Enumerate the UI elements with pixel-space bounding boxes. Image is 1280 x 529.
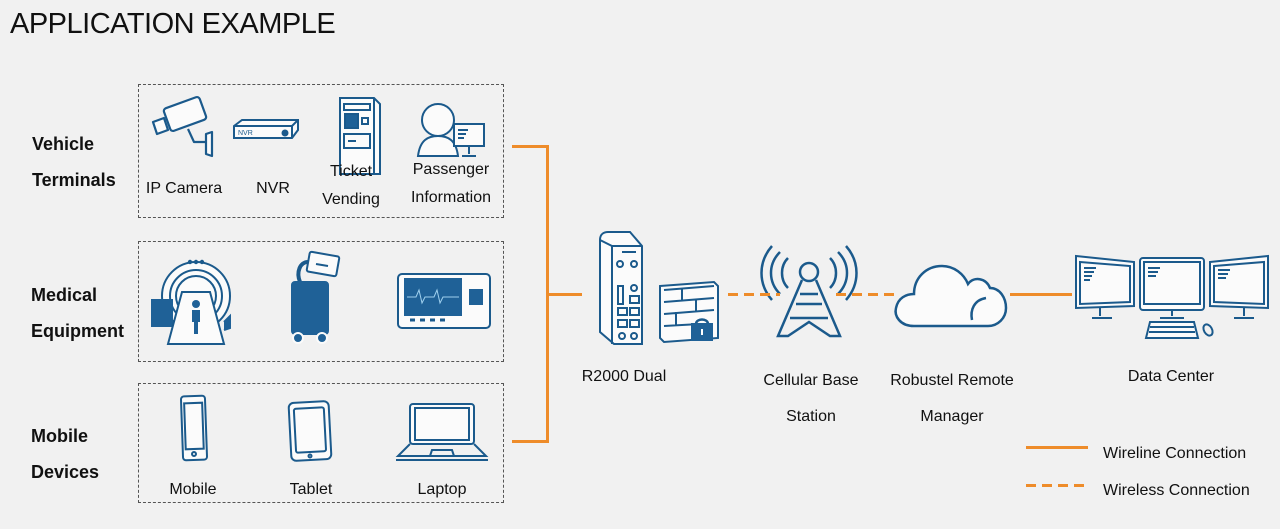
router-firewall-icon: [596, 230, 722, 348]
node-label-cellular-base-station: Cellular Base Station: [763, 363, 858, 435]
laptop-icon: [394, 402, 490, 460]
group-label-vehicle-terminals: Vehicle Terminals: [32, 126, 116, 198]
item-label-ip-camera: IP Camera: [145, 180, 223, 197]
group-label-line2: Devices: [31, 462, 100, 482]
cloud-icon: [892, 258, 1008, 330]
nvr-icon: NVR: [232, 118, 300, 142]
item-label-tablet: Tablet: [289, 481, 333, 498]
ip-camera-icon: [150, 96, 216, 162]
wireline-bus-to-router: [546, 293, 582, 296]
heart-monitor-icon: [396, 272, 492, 330]
item-label-nvr: NVR: [256, 180, 290, 197]
legend-wireless-label: Wireless Connection: [1103, 482, 1250, 499]
node-label-line2: Station: [786, 408, 836, 425]
group-label-mobile-devices: Mobile Devices: [31, 418, 99, 490]
group-box-medical-equipment: [138, 241, 504, 362]
item-label-line2: Information: [410, 189, 492, 206]
item-label-ticket-vending: Ticket Vending: [322, 158, 380, 214]
legend-wireline-swatch: [1026, 446, 1088, 449]
medical-cart-icon: [286, 252, 344, 346]
group-label-line2: Terminals: [32, 170, 116, 190]
legend-wireline-label: Wireline Connection: [1103, 445, 1247, 462]
group-label-medical-equipment: Medical Equipment: [31, 277, 124, 349]
diagram-title: APPLICATION EXAMPLE: [10, 8, 336, 40]
node-label-line1: Cellular Base: [763, 372, 859, 389]
group-label-line2: Equipment: [31, 321, 124, 341]
wireline-vehicle-terminals: [512, 145, 548, 148]
wireline-mobile-devices: [512, 440, 548, 443]
wireless-router-to-tower: [728, 293, 780, 296]
item-label-line1: Passenger: [412, 161, 490, 178]
legend-wireless-swatch: [1026, 484, 1090, 487]
wireless-tower-to-cloud: [836, 293, 898, 296]
mobile-phone-icon: [179, 394, 209, 462]
wireline-cloud-to-datacenter: [1010, 293, 1072, 296]
node-label-data-center: Data Center: [1127, 368, 1215, 385]
passenger-information-icon: [414, 100, 488, 162]
group-box-vehicle-terminals: [138, 84, 504, 218]
item-label-passenger-information: Passenger Information: [411, 156, 491, 212]
item-label-line2: Vending: [322, 191, 380, 208]
node-label-remote-manager: Robustel Remote Manager: [890, 363, 1014, 435]
item-label-mobile: Mobile: [169, 481, 217, 498]
nvr-icon-text: NVR: [238, 130, 253, 137]
group-box-mobile-devices: [138, 383, 504, 503]
item-label-line1: Ticket: [329, 163, 373, 180]
ticket-vending-icon: [334, 94, 384, 178]
tablet-icon: [288, 400, 332, 462]
group-label-line1: Mobile: [31, 426, 88, 446]
node-label-line1: Robustel Remote: [890, 372, 1014, 389]
workstations-icon: [1072, 254, 1272, 340]
ct-scanner-icon: [150, 252, 232, 348]
node-label-line2: Manager: [920, 408, 984, 425]
group-label-line1: Vehicle: [32, 134, 95, 154]
item-label-laptop: Laptop: [417, 481, 467, 498]
group-label-line1: Medical: [31, 285, 98, 305]
node-label-r2000-dual: R2000 Dual: [581, 368, 667, 385]
